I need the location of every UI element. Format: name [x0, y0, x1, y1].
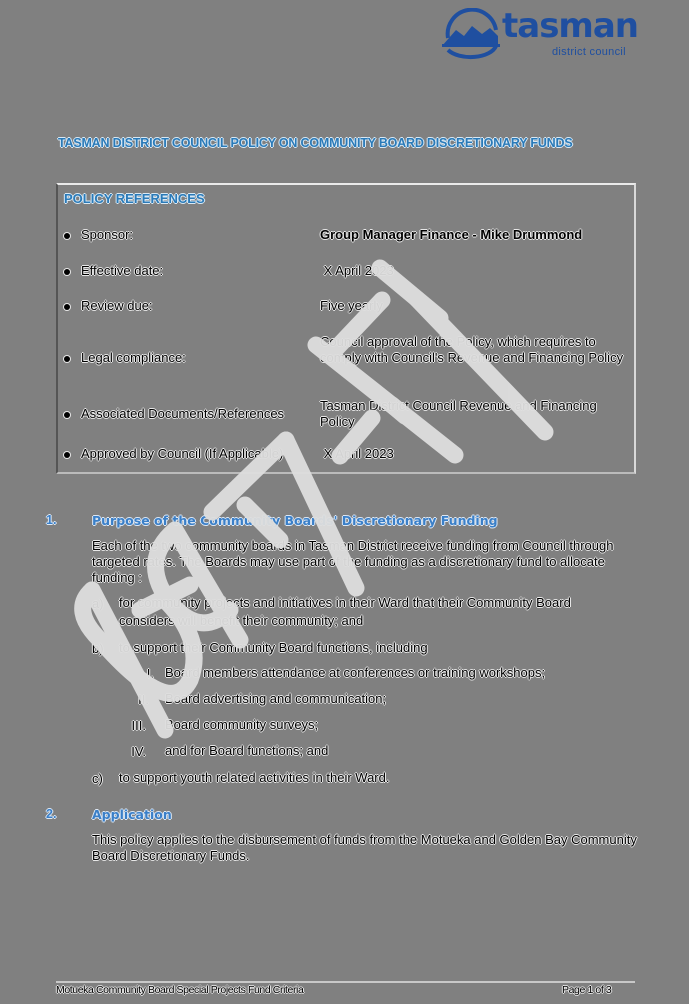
sublist-marker-i: I.	[146, 666, 154, 681]
bullet-icon	[64, 412, 70, 418]
bullet-icon	[64, 233, 70, 239]
ref-label: Review due:	[81, 298, 153, 313]
section-2-heading: Application	[92, 807, 172, 822]
policy-references-heading: POLICY REFERENCES	[64, 191, 205, 206]
footer-page-number: Page 1 of 3	[562, 984, 612, 996]
ref-value: Council approval of the Policy, which re…	[320, 334, 624, 365]
ref-label: Approved by Council (If Applicable)	[81, 446, 284, 461]
tasman-logo: tasman district council	[440, 6, 640, 60]
list-marker-c: c)	[92, 771, 103, 786]
ref-value: Group Manager Finance - Mike Drummond	[320, 227, 583, 242]
bullet-icon	[64, 269, 70, 275]
policy-references-box: POLICY REFERENCES Sponsor: Group Manager…	[56, 183, 636, 474]
sublist-marker-iii: III.	[131, 718, 146, 733]
ref-value: X April 2023	[320, 446, 394, 461]
section-2-number: 2.	[46, 807, 57, 821]
list-item-b: to support their Community Board functio…	[119, 640, 428, 655]
footer-document-name: Motueka Community Board Special Projects…	[56, 984, 304, 996]
list-marker-b: b)	[92, 641, 104, 656]
sublist-marker-ii: II.	[138, 692, 149, 707]
list-marker-a: a)	[92, 596, 104, 611]
ref-value: Tasman District Council Revenue and Fina…	[320, 398, 597, 429]
sublist-item-ii: Board advertising and communication;	[165, 691, 387, 706]
ref-label: Sponsor:	[81, 227, 134, 242]
footer-divider	[56, 981, 635, 983]
sublist-marker-iv: IV.	[131, 744, 146, 759]
list-item-a: for community projects and initiatives i…	[119, 595, 571, 628]
logo-wordmark: tasman	[502, 6, 639, 46]
bullet-icon	[64, 356, 70, 362]
logo-subtitle: district council	[552, 46, 626, 58]
document-title: TASMAN DISTRICT COUNCIL POLICY ON COMMUN…	[58, 136, 573, 150]
sublist-item-i: Board members attendance at conferences …	[165, 665, 546, 680]
ref-label: Associated Documents/References	[81, 406, 285, 421]
ref-label: Effective date:	[81, 263, 164, 278]
list-item-c: to support youth related activities in t…	[119, 770, 390, 785]
section-1-paragraph: Each of the two community boards in Tasm…	[92, 538, 614, 585]
section-1-heading: Purpose of the Community Boards' Discret…	[92, 513, 498, 528]
bullet-icon	[64, 304, 70, 310]
sublist-item-iv: and for Board functions; and	[165, 743, 329, 758]
bullet-icon	[64, 452, 70, 458]
section-1-number: 1.	[46, 513, 57, 527]
ref-value: X April 2023	[320, 263, 394, 278]
ref-label: Legal compliance:	[81, 350, 186, 365]
ref-value: Five yearly	[320, 298, 383, 313]
section-2-paragraph: This policy applies to the disbursement …	[92, 832, 637, 863]
sublist-item-iii: Board community surveys;	[165, 717, 319, 732]
mountain-logo-icon	[442, 8, 500, 60]
